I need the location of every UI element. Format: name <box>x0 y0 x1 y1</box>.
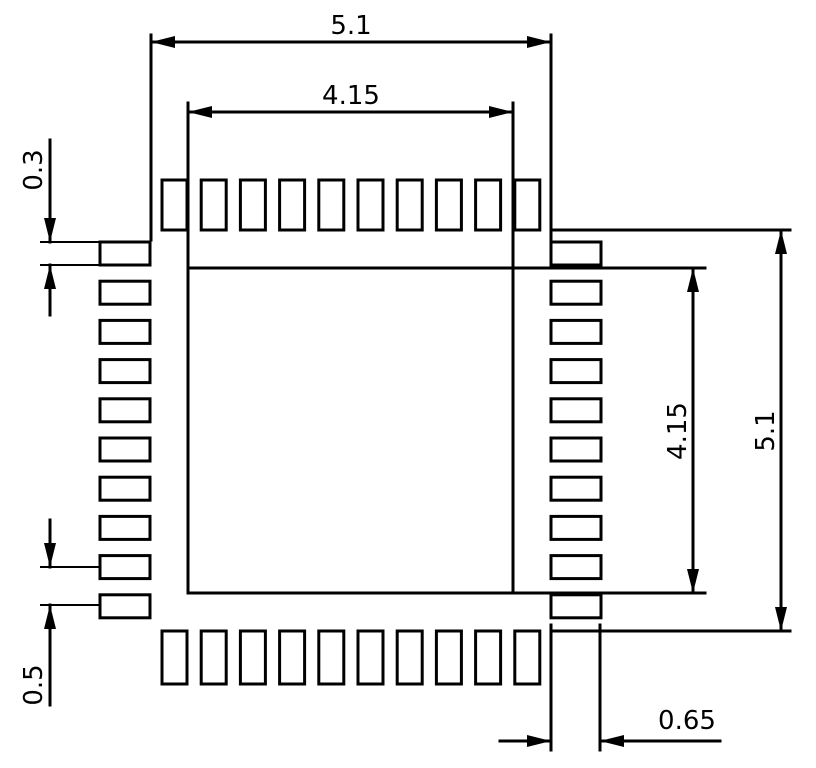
pad-bottom <box>278 629 307 686</box>
pad-right <box>549 318 603 345</box>
dim-label-pad-width: 0.3 <box>19 149 49 190</box>
dim-label-pad-pitch: 0.5 <box>19 664 49 705</box>
arrowhead <box>151 36 175 48</box>
pad-left <box>98 279 152 306</box>
dim-label-right-inner: 4.15 <box>663 402 693 460</box>
pad-right <box>549 358 603 385</box>
dimension-lines <box>44 36 787 747</box>
dim-label-pad-length: 0.65 <box>658 706 716 736</box>
pad-top <box>238 178 267 232</box>
pad-right <box>549 279 603 306</box>
arrowhead <box>489 106 513 118</box>
pad-bottom <box>238 629 267 686</box>
dim-label-top-outer: 5.1 <box>330 11 371 41</box>
pad-left <box>98 475 152 502</box>
arrowhead <box>44 543 56 567</box>
pad-right <box>549 397 603 424</box>
arrowhead <box>687 268 699 292</box>
pad-left <box>98 593 152 620</box>
pad-left <box>98 397 152 424</box>
arrowhead <box>188 106 212 118</box>
pad-top <box>278 178 307 232</box>
pad-bottom <box>356 629 385 686</box>
arrowhead <box>527 735 551 747</box>
pad-left <box>98 358 152 385</box>
exposed-pad-outline <box>186 266 515 595</box>
pad-bottom <box>434 629 463 686</box>
pad-bottom <box>317 629 346 686</box>
arrowhead <box>44 605 56 629</box>
pad-left <box>98 240 152 267</box>
pads-top-row <box>160 178 542 232</box>
arrowhead <box>527 36 551 48</box>
arrowhead <box>600 735 624 747</box>
dim-label-right-outer: 5.1 <box>751 410 781 451</box>
pad-top <box>513 178 542 232</box>
pad-bottom <box>513 629 542 686</box>
arrowhead <box>44 265 56 289</box>
pad-right <box>549 514 603 541</box>
arrowhead <box>775 230 787 254</box>
pad-bottom <box>395 629 424 686</box>
pad-left <box>98 436 152 463</box>
pad-right <box>549 240 603 267</box>
pads-bottom-row <box>160 629 542 686</box>
pads-left-column <box>98 240 152 620</box>
pad-bottom <box>474 629 503 686</box>
pad-top <box>474 178 503 232</box>
pad-top <box>317 178 346 232</box>
pad-right <box>549 554 603 581</box>
pad-left <box>98 318 152 345</box>
pad-bottom <box>160 629 189 686</box>
pad-top <box>395 178 424 232</box>
pads-right-column <box>549 240 603 620</box>
arrowhead <box>44 218 56 242</box>
pad-left <box>98 514 152 541</box>
pad-bottom <box>199 629 228 686</box>
pad-left <box>98 554 152 581</box>
arrowhead <box>687 569 699 593</box>
pad-right <box>549 475 603 502</box>
pad-top <box>199 178 228 232</box>
pad-top <box>356 178 385 232</box>
pad-right <box>549 436 603 463</box>
pad-top <box>434 178 463 232</box>
pad-right <box>549 593 603 620</box>
arrowhead <box>775 607 787 631</box>
dim-label-top-inner: 4.15 <box>322 81 380 111</box>
pad-top <box>160 178 189 232</box>
